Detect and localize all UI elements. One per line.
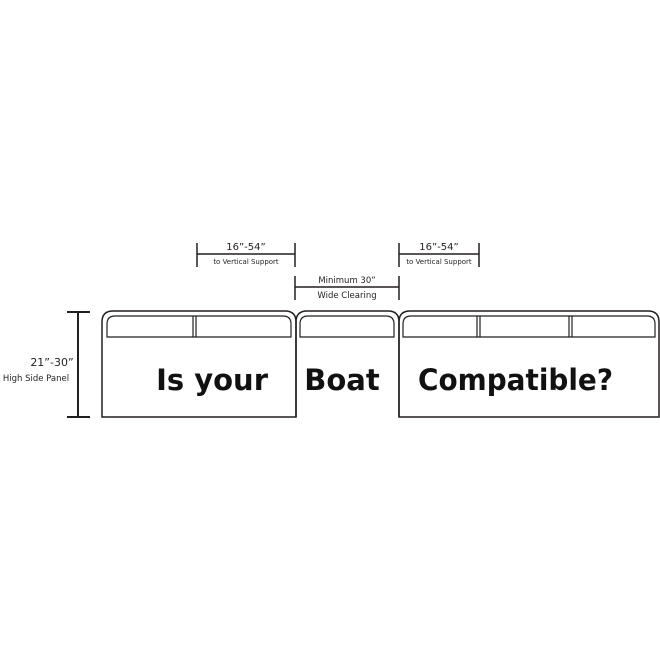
clearing-value: Minimum 30”: [318, 276, 375, 286]
headline-part-1: Is your: [156, 363, 269, 397]
right-side-panel: [398, 310, 660, 418]
right-span-dimension: 16”-54” to Vertical Support: [398, 242, 480, 267]
left-span-dimension: 16”-54” to Vertical Support: [196, 242, 296, 267]
left-span-caption: to Vertical Support: [213, 258, 279, 266]
clearing-dimension: Minimum 30” Wide Clearing: [294, 276, 400, 301]
height-caption: High Side Panel: [3, 374, 69, 384]
right-span-caption: to Vertical Support: [406, 258, 472, 266]
headline-part-3: Compatible?: [418, 363, 613, 397]
height-value: 21”-30”: [30, 356, 73, 369]
left-span-value: 16”-54”: [226, 242, 265, 253]
middle-side-panel: [295, 310, 400, 417]
headline-part-2: Boat: [304, 363, 380, 397]
clearing-caption: Wide Clearing: [317, 291, 376, 301]
height-dimension: 21”-30” High Side Panel: [3, 311, 90, 418]
right-span-value: 16”-54”: [419, 242, 458, 253]
